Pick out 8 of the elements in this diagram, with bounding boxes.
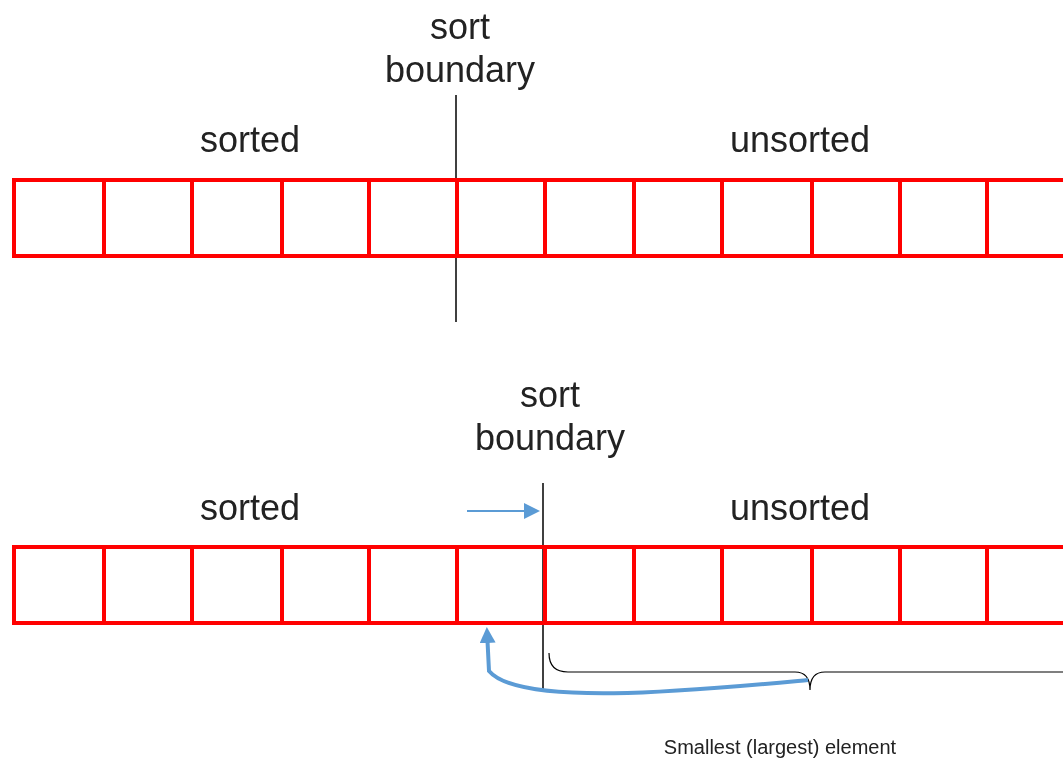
- region-label: sorted: [198, 118, 302, 162]
- boundary-label: sort boundary: [473, 373, 627, 460]
- caption-text: Smallest (largest) element: [662, 735, 898, 759]
- curved-arrow: [479, 627, 809, 696]
- region-label: unsorted: [728, 118, 872, 162]
- boundary-label: sort boundary: [383, 5, 537, 92]
- region-label: unsorted: [728, 486, 872, 530]
- region-label: sorted: [198, 486, 302, 530]
